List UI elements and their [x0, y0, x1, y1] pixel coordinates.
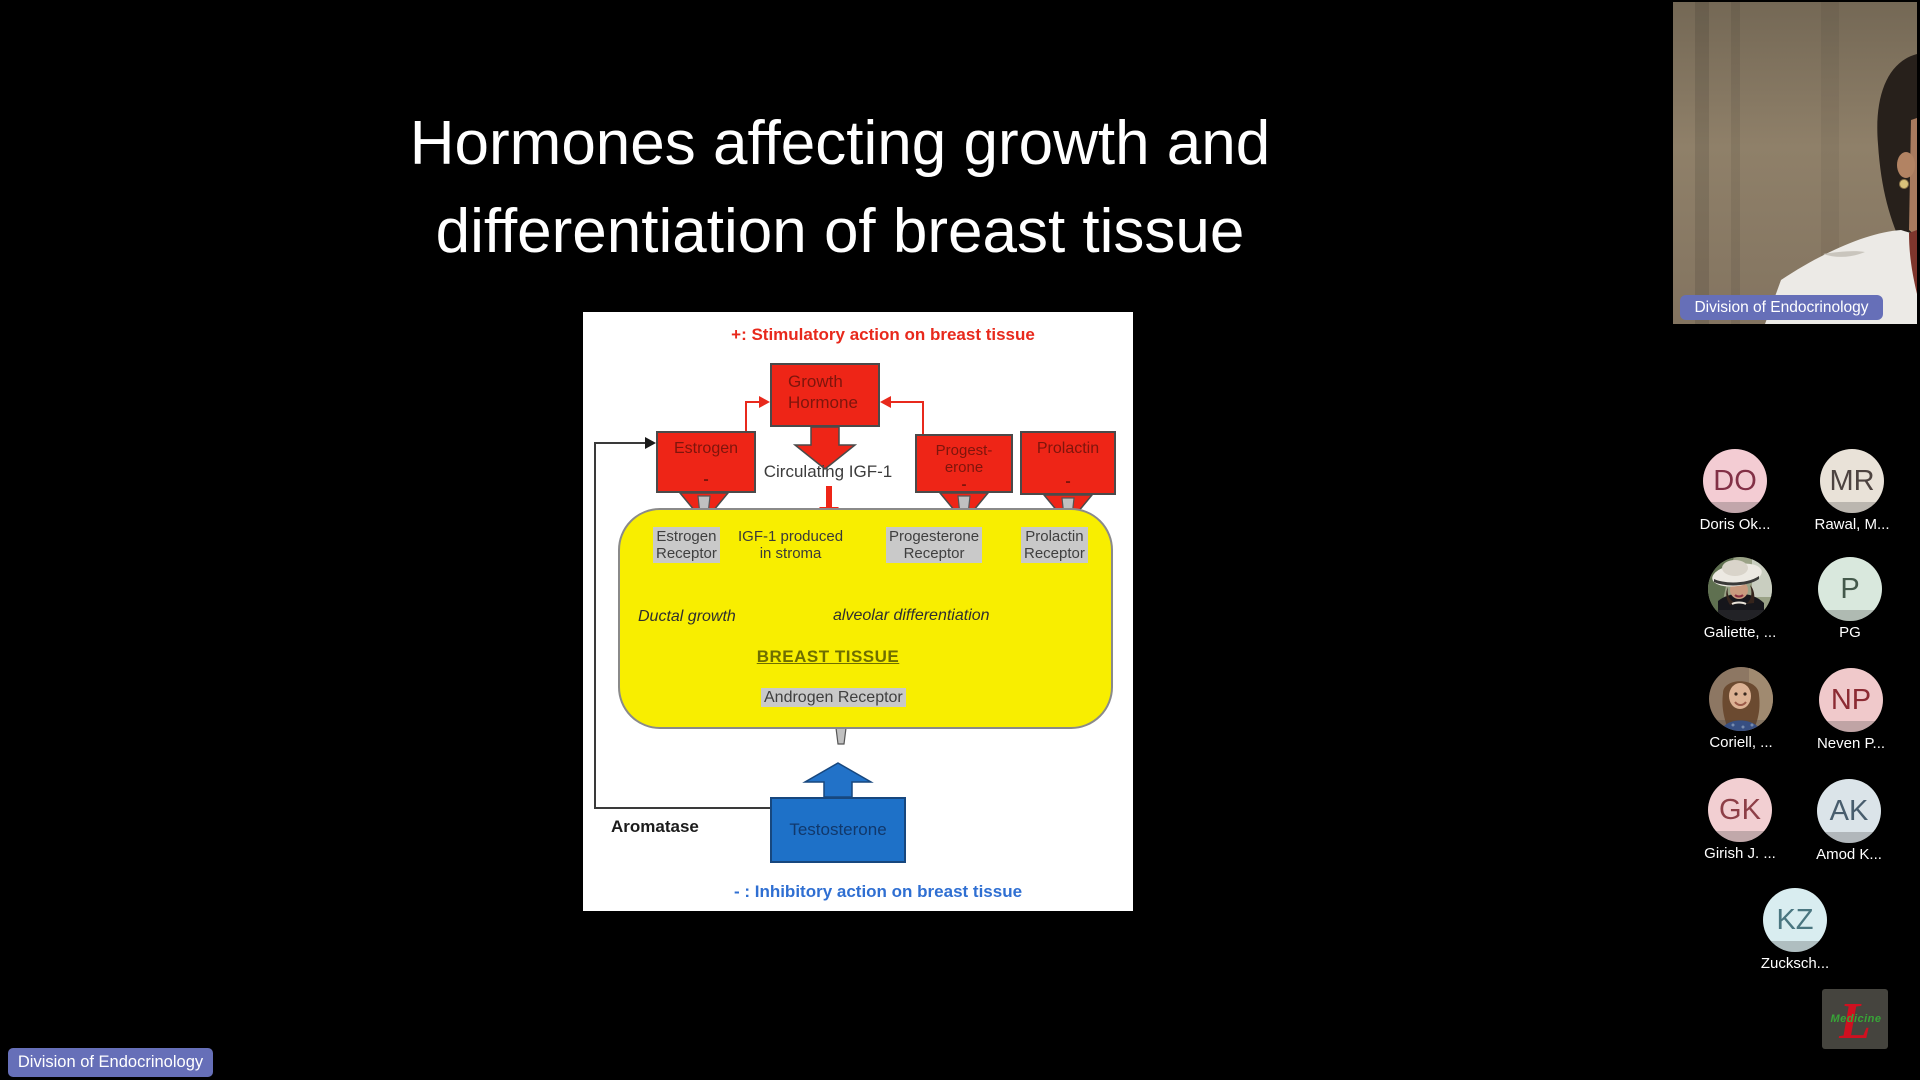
participant-name: Neven P... — [1816, 735, 1886, 752]
participant-name: Rawal, M... — [1814, 516, 1890, 533]
participant-name: Girish J. ... — [1704, 845, 1776, 862]
aromatase-label: Aromatase — [611, 817, 699, 836]
participant-tile[interactable]: KZ Zucksch... — [1730, 888, 1860, 972]
prolactin-minus-sign: - — [1065, 473, 1071, 490]
participant-name: Amod K... — [1816, 846, 1882, 863]
participant-name: Coriell, ... — [1709, 734, 1773, 751]
slide-title-line2: differentiation of breast tissue — [435, 197, 1245, 266]
participant-avatar: P — [1818, 557, 1882, 621]
participant-avatar: AK — [1817, 779, 1881, 843]
presenter-hair — [1877, 54, 1917, 254]
division-footer-badge: Division of Endocrinology — [8, 1048, 213, 1077]
legend-stimulatory: +: Stimulatory action on breast tissue — [731, 325, 1035, 344]
participant-avatar: KZ — [1763, 888, 1827, 952]
hat-crown — [1722, 560, 1748, 576]
ductal-growth-label: Ductal growth — [638, 608, 736, 625]
participant-name: Doris Ok... — [1699, 516, 1771, 533]
presenter-cheek — [1909, 118, 1917, 237]
earring — [1899, 179, 1909, 189]
participant-tile[interactable]: NP Neven P... — [1786, 668, 1916, 752]
testosterone-up-arrow — [802, 762, 874, 798]
estrogen-box: Estrogen - — [656, 431, 756, 493]
prolactin-box: Prolactin - — [1020, 431, 1116, 495]
alveolar-differentiation-label: alveolar differentiation — [833, 607, 990, 624]
participant-avatar: NP — [1819, 668, 1883, 732]
participant-avatar: DO — [1703, 449, 1767, 513]
slide-title-line1: Hormones affecting growth and — [409, 109, 1271, 178]
participant-avatar: MR — [1820, 449, 1884, 513]
hormone-diagram: +: Stimulatory action on breast tissue G… — [583, 312, 1133, 911]
participant-name: Zucksch... — [1760, 955, 1830, 972]
logo-medicine-label: Medicine — [1830, 1013, 1881, 1025]
participant-tile[interactable]: AK Amod K... — [1784, 779, 1914, 863]
logo-letter: L — [1838, 993, 1871, 1050]
participant-tile[interactable]: P PG — [1785, 557, 1915, 641]
presenter-ear — [1897, 152, 1915, 178]
aromatase-feedback-arrow — [594, 437, 770, 809]
estrogen-receptor-label: Estrogen Receptor — [653, 527, 720, 563]
progesterone-box: Progest- erone - — [915, 434, 1013, 493]
presenter-collar — [1909, 230, 1917, 294]
progesterone-minus-sign: - — [961, 476, 967, 493]
estrogen-to-gh-arrow — [745, 396, 770, 433]
pearl-necklace — [1731, 601, 1747, 605]
progesterone-receptor-label: Progesterone Receptor — [886, 527, 983, 563]
progesterone-to-gh-arrow — [880, 396, 924, 436]
androgen-receptor-label: Androgen Receptor — [761, 688, 906, 707]
participant-tile[interactable]: MR Rawal, M... — [1787, 449, 1917, 533]
participant-photo — [1708, 557, 1772, 621]
participant-name: PG — [1839, 624, 1861, 641]
presenter-webcam-image — [1673, 2, 1917, 324]
participant-avatar: GK — [1708, 778, 1772, 842]
participant-tile[interactable]: Coriell, ... — [1676, 667, 1806, 751]
legend-inhibitory: - : Inhibitory action on breast tissue — [733, 882, 1023, 901]
participant-tile[interactable]: GK Girish J. ... — [1675, 778, 1805, 862]
coat-fold — [1823, 251, 1865, 257]
gh-down-arrow — [792, 426, 858, 470]
estrogen-minus-sign: - — [703, 471, 709, 488]
prolactin-receptor-label: Prolactin Receptor — [1021, 527, 1088, 563]
smile — [1734, 701, 1747, 706]
growth-hormone-box: Growth Hormone — [770, 363, 880, 427]
hat-band — [1714, 576, 1759, 586]
blue-top — [1721, 720, 1761, 731]
igf1-stroma-label: IGF-1 produced in stroma — [738, 528, 844, 562]
presenter-video[interactable]: Division of Endocrinology — [1673, 2, 1917, 324]
participant-tile[interactable]: DO Doris Ok... — [1670, 449, 1800, 533]
breast-tissue-label: BREAST TISSUE — [756, 647, 900, 666]
circulating-igf1-label: Circulating IGF-1 — [763, 462, 893, 481]
testosterone-box: Testosterone — [770, 797, 906, 863]
smile — [1734, 594, 1744, 598]
participant-name: Galiette, ... — [1703, 624, 1777, 641]
participant-tile[interactable]: Galiette, ... — [1675, 557, 1805, 641]
participant-photo — [1709, 667, 1773, 731]
slide-title: Hormones affecting growth and differenti… — [250, 100, 1430, 276]
university-medicine-logo: L Medicine — [1822, 989, 1888, 1051]
presenter-name-badge: Division of Endocrinology — [1680, 295, 1883, 320]
